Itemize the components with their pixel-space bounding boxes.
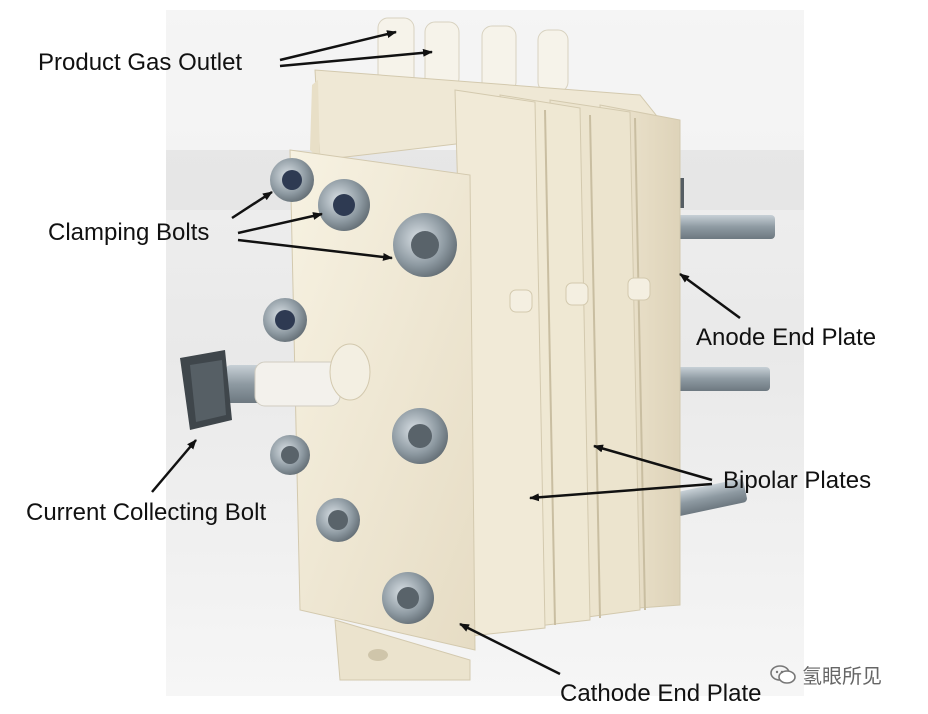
arrow-clamping-1 — [231, 190, 273, 220]
arrow-anode — [679, 272, 741, 320]
arrow-bipolar-2 — [529, 482, 713, 502]
arrow-current-collecting — [151, 439, 197, 493]
watermark: 氢眼所见 — [770, 660, 882, 689]
bipolar-plates-label: Bipolar Plates — [723, 467, 872, 494]
bipolar-plate-stack — [454, 89, 681, 637]
clamping-bolts-label: Clamping Bolts — [48, 219, 210, 246]
clamping-bolts — [263, 158, 457, 624]
arrow-clamping-2 — [237, 212, 323, 235]
current-collecting-bolt — [180, 343, 371, 430]
device-photo — [166, 10, 804, 696]
cathode-end-plate-label: Cathode End Plate — [560, 680, 762, 707]
anode-end-plate-label: Anode End Plate — [696, 324, 877, 351]
watermark-text: 氢眼所见 — [802, 664, 882, 688]
wechat-icon — [770, 664, 796, 684]
arrow-gas-outlet-1 — [279, 30, 397, 62]
product-gas-outlet-label: Product Gas Outlet — [38, 49, 243, 76]
current-collecting-bolt-label: Current Collecting Bolt — [26, 499, 267, 526]
arrow-gas-outlet-2 — [279, 48, 433, 68]
annotation-arrows — [151, 30, 741, 676]
arrow-bipolar-1 — [593, 444, 713, 482]
arrow-cathode — [459, 622, 561, 676]
arrow-clamping-3 — [237, 238, 393, 261]
